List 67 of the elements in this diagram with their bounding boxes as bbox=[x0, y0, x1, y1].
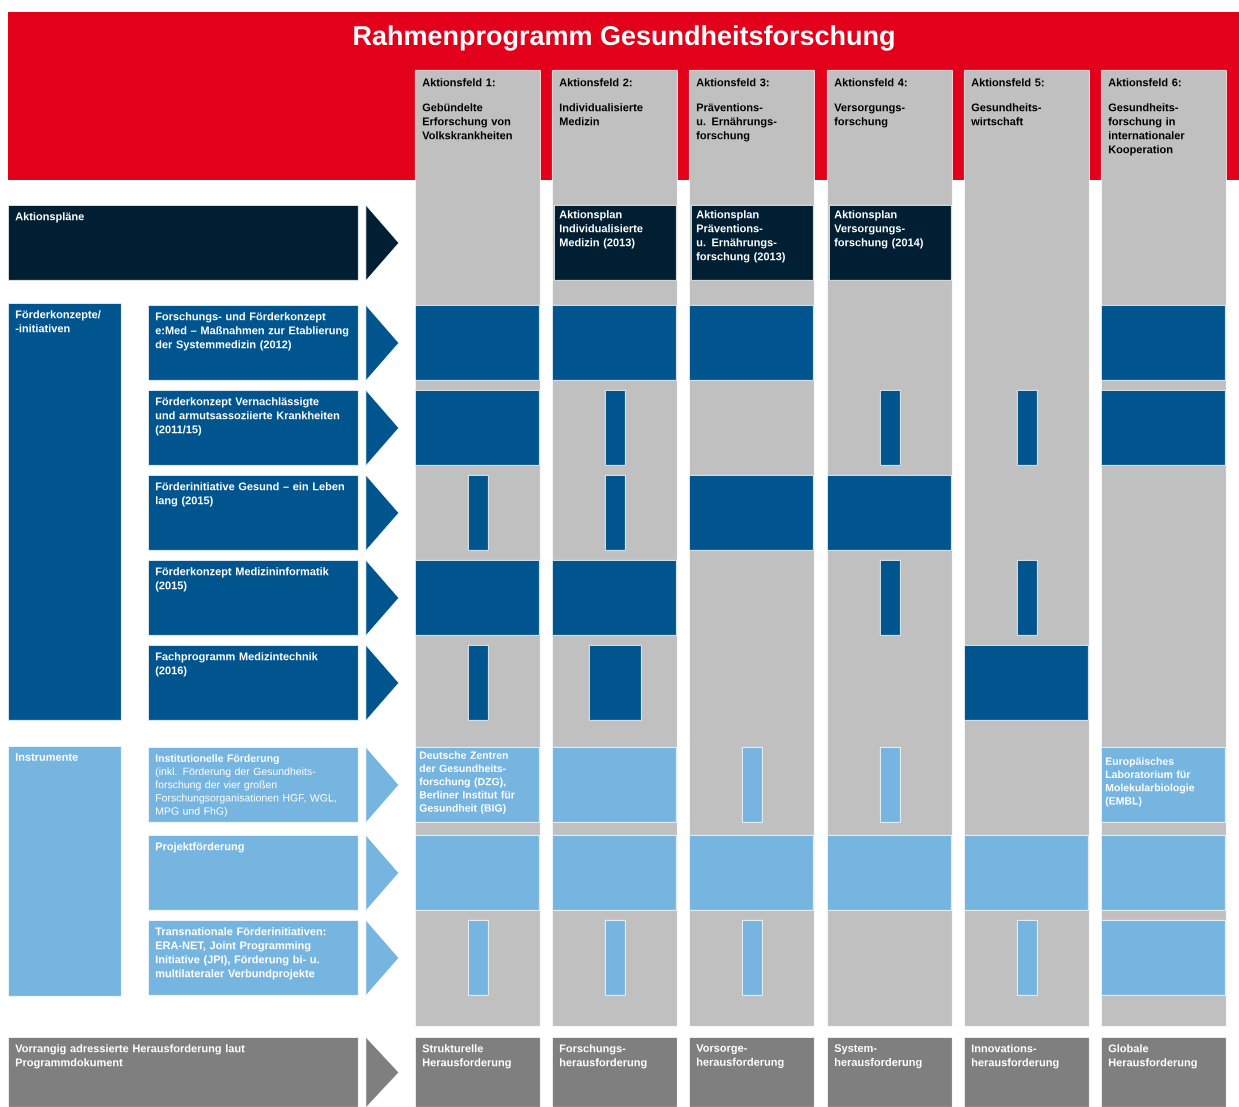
coverage-bar bbox=[552, 560, 677, 636]
action-plan-box: Aktionsplan Versorgungs- forschung (2014) bbox=[829, 205, 952, 281]
coverage-bar bbox=[689, 835, 814, 911]
chevron-arrow bbox=[365, 559, 400, 637]
program-box: Forschungs- und Förderkonzept e:Med – Maßnahmen zur Etablierung der Systemmedizin (2012) bbox=[148, 305, 359, 381]
chevron-arrow bbox=[365, 204, 400, 282]
coverage-bar bbox=[689, 305, 814, 381]
action-plan-box: Aktionsplan Präventions- u. Ernährungs- forschung (2013) bbox=[691, 205, 814, 281]
program-box: Projektförderung bbox=[148, 835, 359, 911]
coverage-bar bbox=[589, 645, 642, 721]
coverage-bar bbox=[415, 835, 540, 911]
challenge-box: Forschungs- herausforderung bbox=[552, 1037, 678, 1107]
chevron-arrow bbox=[365, 304, 400, 382]
category-box: Aktionspläne bbox=[8, 205, 359, 281]
chevron-arrow bbox=[365, 1036, 400, 1107]
coverage-bar bbox=[1017, 560, 1038, 636]
category-box: Instrumente bbox=[8, 746, 122, 997]
institution-box: Europäisches Laboratorium für Molekularbiologie (EMBL) bbox=[1101, 747, 1226, 823]
coverage-bar bbox=[1101, 305, 1226, 381]
coverage-bar bbox=[552, 835, 677, 911]
coverage-bar bbox=[1017, 920, 1038, 996]
coverage-bar bbox=[880, 390, 901, 466]
coverage-bar bbox=[742, 747, 763, 823]
coverage-bar bbox=[880, 747, 901, 823]
coverage-bar bbox=[1101, 390, 1226, 466]
chevron-arrow bbox=[365, 474, 400, 552]
category-box: Förderkonzepte/ -initiativen bbox=[8, 303, 122, 721]
coverage-bar bbox=[415, 305, 540, 381]
coverage-bar bbox=[605, 920, 626, 996]
coverage-bar bbox=[964, 835, 1089, 911]
coverage-bar bbox=[415, 390, 540, 466]
institution-box: Deutsche Zentren der Gesundheits- forschung (DZG), Berliner Institut für Gesundheit (BIG) bbox=[415, 747, 540, 823]
coverage-bar bbox=[552, 305, 677, 381]
program-box: Fachprogramm Medizintechnik (2016) bbox=[148, 645, 359, 721]
coverage-bar bbox=[689, 475, 814, 551]
program-box: Institutionelle Förderung (inkl. Förderung der Gesundheits- forschung der vier großen Forschungsorganisationen HGF, WGL, MPG und FhG) bbox=[148, 747, 359, 823]
chevron-arrow bbox=[365, 644, 400, 722]
challenge-box: Globale Herausforderung bbox=[1101, 1037, 1227, 1107]
coverage-bar bbox=[742, 920, 763, 996]
coverage-bar bbox=[552, 747, 677, 823]
program-box: Förderinitiative Gesund – ein Leben lang (2015) bbox=[148, 475, 359, 551]
chevron-arrow bbox=[365, 919, 400, 997]
challenge-box: System- herausforderung bbox=[827, 1037, 953, 1107]
coverage-bar bbox=[605, 390, 626, 466]
coverage-bar bbox=[827, 835, 952, 911]
program-box: Förderkonzept Vernachlässigte und armutsassoziierte Krankheiten (2011/15) bbox=[148, 390, 359, 466]
coverage-bar bbox=[468, 475, 489, 551]
challenge-box: Strukturelle Herausforderung bbox=[415, 1037, 541, 1107]
coverage-bar bbox=[964, 645, 1089, 721]
coverage-bar bbox=[605, 475, 626, 551]
coverage-bar bbox=[1017, 390, 1038, 466]
coverage-bar bbox=[827, 475, 952, 551]
challenge-box: Vorsorge- herausforderung bbox=[689, 1037, 815, 1107]
action-plan-box: Aktionsplan Individualisierte Medizin (2013) bbox=[554, 205, 677, 281]
program-box: Förderkonzept Medizininformatik (2015) bbox=[148, 560, 359, 636]
coverage-bar bbox=[415, 560, 540, 636]
chevron-arrow bbox=[365, 834, 400, 912]
coverage-bar bbox=[880, 560, 901, 636]
coverage-bar bbox=[1101, 920, 1226, 996]
challenge-box: Innovations- herausforderung bbox=[964, 1037, 1090, 1107]
program-box: Transnationale Förderinitiativen: ERA-NET, Joint Programming Initiative (JPI), Förderung bi- u. multilateraler Verbundprojekte bbox=[148, 920, 359, 996]
coverage-bar bbox=[468, 645, 489, 721]
chevron-arrow bbox=[365, 746, 400, 824]
challenge-label-box: Vorrangig adressierte Herausforderung laut Programmdokument bbox=[8, 1037, 359, 1107]
coverage-bar bbox=[1101, 835, 1226, 911]
coverage-bar bbox=[468, 920, 489, 996]
chevron-arrow bbox=[365, 389, 400, 467]
